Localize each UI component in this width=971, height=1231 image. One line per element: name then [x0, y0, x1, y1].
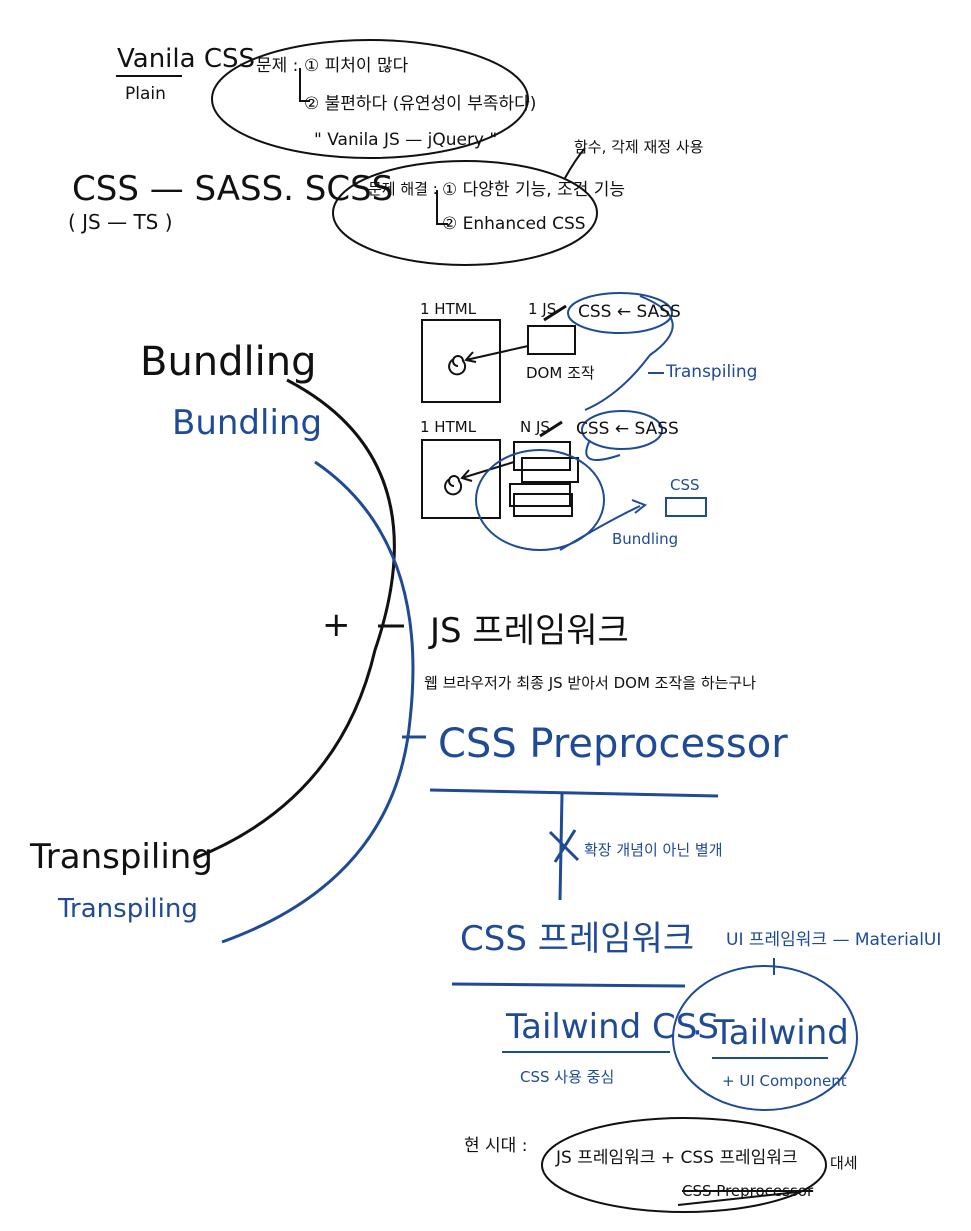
row1-css-sass: CSS ← SASS: [578, 302, 681, 322]
tailwind-css-title: Tailwind CSS: [506, 1007, 719, 1047]
framework-bar: [451, 982, 686, 988]
ui-framework-note: UI 프레임워크 — MaterialUI: [726, 930, 942, 950]
css-sass-heading: CSS — SASS. SCSS: [72, 169, 394, 209]
js-bundle-oval: [475, 449, 605, 551]
swirl-1: [448, 355, 467, 376]
transpiling-blue: Transpiling: [58, 894, 198, 924]
css-sass-oval-1: [567, 292, 673, 334]
row2-css-sass: CSS ← SASS: [576, 419, 679, 439]
not-extension-note: 확장 개념이 아닌 별개: [584, 841, 723, 859]
js-box-1: [527, 325, 576, 355]
function-note-pointer: [564, 147, 586, 179]
row1-js-label: 1 JS: [528, 300, 557, 318]
row2-html-label: 1 HTML: [420, 418, 477, 436]
vanila-css-title: Vanila CSS: [117, 44, 255, 74]
bundling-black: Bundling: [140, 339, 317, 385]
transpiling-black: Transpiling: [30, 837, 213, 877]
css-sass-oval-2: [581, 410, 663, 450]
sass-loop: [585, 439, 621, 461]
css-usage-note: CSS 사용 중심: [520, 1068, 615, 1086]
problem-ellipse: [211, 39, 529, 159]
preprocessor-stem: [558, 793, 564, 901]
tailwind-title: · Tailwind: [692, 1013, 849, 1053]
cross-mark-2: [553, 829, 577, 863]
js-framework-note: 웹 브라우저가 최종 JS 받아서 DOM 조작을 하는구나: [424, 674, 757, 692]
ui-component-note: + UI Component: [722, 1072, 847, 1090]
plain-label: Plain: [125, 84, 166, 104]
preprocessor-strike: [677, 1191, 799, 1206]
problem-label: 문제 :: [256, 56, 299, 76]
dom-note: DOM 조작: [526, 364, 595, 382]
js-framework-title: JS 프레임워크: [430, 611, 629, 651]
css-preprocessor-struck: CSS Preprocessor: [682, 1182, 814, 1200]
solution-item-2: ② Enhanced CSS: [442, 214, 586, 234]
js-ts-note: ( JS — TS ): [68, 210, 173, 234]
preprocessor-bar: [429, 788, 719, 798]
problem-item-1: ① 피처이 많다: [304, 56, 409, 76]
vanila-js-quote: " Vanila JS — jQuery ": [314, 130, 498, 150]
black-arc: [194, 378, 396, 860]
solution-bracket: [436, 190, 448, 225]
css-output-box: [665, 497, 707, 517]
js-box-2b: [521, 457, 579, 483]
row2-js-label: N JS: [520, 418, 550, 436]
solution-item-1: ① 다양한 기능, 조건 기능: [442, 180, 626, 200]
era-ellipse: [541, 1117, 827, 1213]
arrow-1: [465, 345, 529, 361]
era-label: 현 시대 :: [464, 1136, 528, 1156]
transpiling-arc: [584, 295, 674, 411]
problem-bracket: [299, 68, 310, 102]
js-box-2d: [513, 493, 573, 517]
era-content: JS 프레임워크 + CSS 프레임워크: [556, 1148, 798, 1168]
html-box-2: [421, 439, 501, 519]
js-strike-1: [543, 304, 567, 322]
css-preprocessor-title: CSS Preprocessor: [438, 721, 788, 767]
transpiling-label: Transpiling: [666, 362, 758, 382]
css-framework-title: CSS 프레임워크: [460, 919, 695, 959]
tailwind-oval: [672, 965, 858, 1111]
problem-item-2: ② 불편하다 (유연성이 부족하다): [304, 94, 537, 114]
plus-sign: +: [322, 605, 351, 645]
swirl-2: [444, 475, 463, 496]
js-strike-2: [539, 420, 563, 438]
blue-arc: [221, 460, 415, 944]
bundling-curve: [559, 505, 641, 551]
html-box-1: [421, 319, 501, 403]
bundling-diagram-label: Bundling: [612, 530, 679, 548]
function-note: 함수, 각제 재정 사용: [574, 138, 704, 156]
era-suffix: 대세: [830, 1154, 858, 1172]
row1-html-label: 1 HTML: [420, 300, 477, 318]
css-output-label: CSS: [670, 476, 700, 494]
bundling-blue: Bundling: [172, 403, 323, 443]
solution-ellipse: [332, 160, 598, 266]
solution-label: 문제 해결 :: [368, 180, 438, 198]
